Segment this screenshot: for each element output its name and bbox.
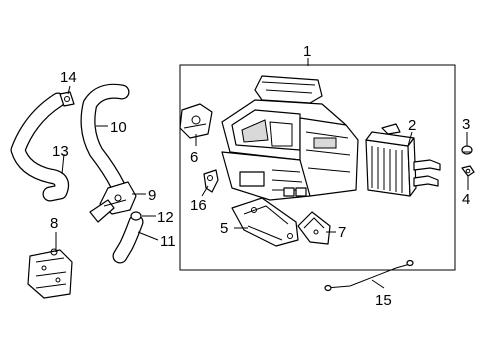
callout-9: 9 <box>148 187 156 204</box>
case-lower-bracket <box>231 197 299 247</box>
heater-hose-13 <box>10 92 70 202</box>
heater-hose-10 <box>80 83 130 194</box>
hvac-case-assembly <box>221 75 359 201</box>
hose-clamp-12 <box>130 211 142 221</box>
heater-core <box>365 123 441 197</box>
leader-lines <box>55 58 469 289</box>
callout-2: 2 <box>408 117 416 134</box>
callout-1: 1 <box>303 43 311 60</box>
mounting-bracket-8 <box>27 248 73 299</box>
callout-6: 6 <box>190 149 198 166</box>
callout-8: 8 <box>50 215 58 232</box>
callout-11: 11 <box>160 233 176 250</box>
callout-16: 16 <box>190 197 207 214</box>
hose-clamp-14 <box>59 91 75 107</box>
clip-3 <box>461 145 473 155</box>
callout-4: 4 <box>462 191 470 208</box>
callout-3: 3 <box>462 116 470 133</box>
callout-10: 10 <box>110 119 127 136</box>
callout-14: 14 <box>60 69 77 86</box>
screw-4 <box>461 165 475 177</box>
callout-7: 7 <box>338 224 346 241</box>
case-side-bracket <box>297 211 331 245</box>
control-cable-15 <box>324 259 414 292</box>
callout-15: 15 <box>375 292 392 309</box>
blend-door-actuator <box>179 103 213 139</box>
water-valve-9 <box>89 181 137 223</box>
assembly-1-frame <box>179 64 456 271</box>
heater-hose-11 <box>112 214 144 264</box>
callout-12: 12 <box>157 209 174 226</box>
callout-13: 13 <box>52 143 69 160</box>
callout-5: 5 <box>220 220 228 237</box>
